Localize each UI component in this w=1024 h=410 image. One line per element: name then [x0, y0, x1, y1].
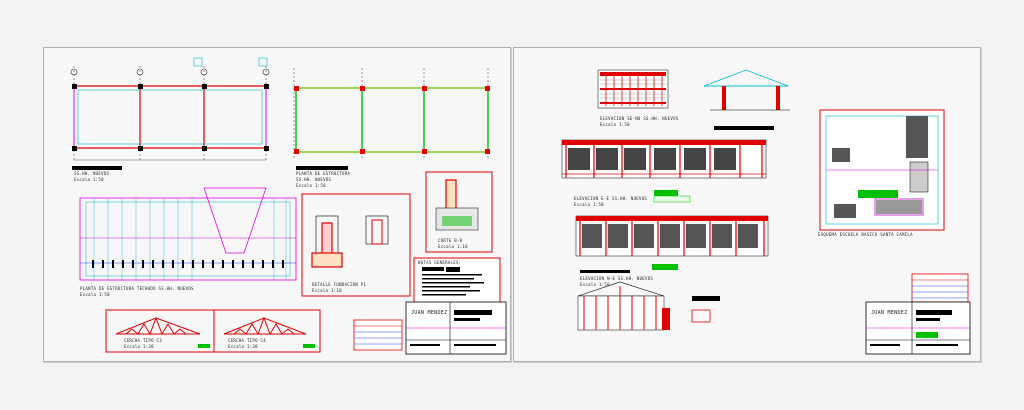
truss-c4-title: CERCHA TIPO C4 [228, 338, 266, 343]
elevation-lateral-title: ELEVACION SE-NO SS.HH. NUEVOS [600, 116, 679, 121]
footing-detail [301, 193, 411, 297]
elevation-main-1 [561, 139, 767, 203]
gable-section [703, 69, 790, 130]
truss-c4-box [213, 309, 321, 353]
cross-section-bottom [577, 281, 720, 331]
sheet-right: ELEVACION SE-NO SS.HH. NUEVOS Escala 1:5… [513, 47, 981, 362]
elevation-main-1-scale: Escala 1:50 [574, 202, 604, 207]
right-sheet-drawing [561, 69, 971, 355]
truss-c3-scale: Escala 1:30 [124, 344, 154, 349]
left-sheet-drawing [70, 57, 507, 355]
section-title: CORTE B-B [438, 238, 463, 243]
roof-plan [79, 187, 297, 281]
elevation-main-2-title: ELEVACION N-E SS.HH. NUEVOS [580, 276, 654, 281]
roof-plan-scale: Escala 1:50 [80, 292, 110, 297]
materials-table-right [911, 273, 969, 303]
truss-c3-title: CERCHA TIPO C3 [124, 338, 162, 343]
site-plan [819, 109, 945, 231]
elevation-lateral [597, 69, 669, 109]
footing-detail-scale: Escala 1:10 [312, 288, 342, 293]
title-block-author: JUAN MENDEZ [411, 310, 448, 316]
sheet-left: SS.HH. NUEVOS Escala 1:50 PLANTA DE ESTR… [43, 47, 511, 362]
floor-plan-title: SS.HH. NUEVOS [74, 171, 110, 176]
notes-title: NOTAS GENERALES: [418, 260, 462, 265]
elevation-lateral-scale: Escala 1:50 [600, 122, 630, 127]
site-plan-title: ESQUEMA ESCUELA BASICA SANTA CAMILA [818, 232, 913, 237]
roof-plan-title: PLANTA DE ESTRUCTURA TECHADO SS.HH. NUEV… [80, 286, 194, 291]
elevation-main-2-scale: Escala 1:50 [580, 282, 610, 287]
section-scale: Escala 1:10 [438, 244, 468, 249]
floor-plan-grid [70, 57, 270, 161]
structure-plan-grid [293, 68, 490, 158]
footing-detail-title: DETALLE FUNDACION P1 [312, 282, 367, 287]
elevation-main-2 [575, 215, 769, 273]
materials-table [353, 319, 403, 351]
truss-c4-scale: Escala 1:30 [228, 344, 258, 349]
structure-plan-scale: Escala 1:50 [296, 183, 326, 188]
title-block-right-author: JUAN MENDEZ [871, 310, 908, 316]
elevation-main-1-title: ELEVACION E-E SS.HH. NUEVOS [574, 196, 648, 201]
structure-plan-title: PLANTA DE ESTRUCTURA [296, 171, 351, 176]
floor-plan-scale: Escala 1:50 [74, 177, 104, 182]
section-detail [425, 171, 493, 253]
structure-plan-subtitle: SS.HH. NUEVOS [296, 177, 332, 182]
